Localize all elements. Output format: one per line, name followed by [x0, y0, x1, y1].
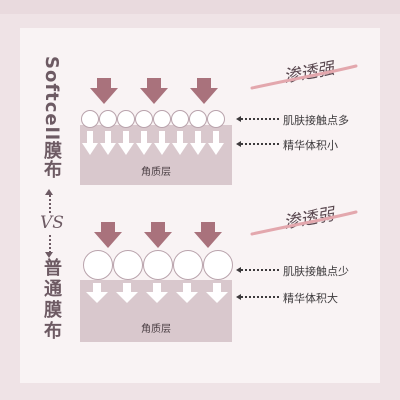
fiber-circle — [143, 250, 173, 280]
annotation-contact-few: 肌肤接触点少 — [283, 265, 349, 278]
dotted-leader — [241, 269, 279, 271]
pointer-arrow-icon — [236, 267, 241, 273]
pointer-arrow-icon — [236, 141, 241, 147]
softcell-title: Softcell膜布 — [41, 56, 62, 179]
vs-label: VS — [40, 213, 64, 233]
brush-stroke-icon — [250, 64, 358, 90]
vs-arrow-up-icon — [45, 189, 53, 195]
fiber-circle — [153, 110, 171, 128]
top-strip — [0, 0, 400, 14]
dotted-leader — [241, 143, 279, 145]
ordinary-title: 普通膜布 — [41, 258, 62, 342]
annotation-volume-large: 精华体积大 — [283, 292, 338, 305]
dotted-leader — [241, 296, 279, 298]
fiber-circle — [117, 110, 135, 128]
vs-dash-bottom — [49, 235, 51, 253]
vs-dash-top — [49, 195, 51, 213]
large-essence-drops-icon — [86, 283, 228, 303]
fiber-circle — [189, 110, 207, 128]
fiber-circle — [173, 250, 203, 280]
vs-arrow-down-icon — [45, 252, 53, 258]
dotted-leader — [241, 118, 279, 120]
fiber-circle — [171, 110, 189, 128]
fiber-circle — [207, 110, 225, 128]
fiber-circle — [99, 110, 117, 128]
skin-layer-label-bottom: 角质层 — [141, 324, 171, 335]
pointer-arrow-icon — [236, 116, 241, 122]
fiber-circle — [113, 250, 143, 280]
pointer-arrow-icon — [236, 294, 241, 300]
annotation-contact-many: 肌肤接触点多 — [283, 114, 349, 127]
annotation-volume-small: 精华体积小 — [283, 139, 338, 152]
press-arrows-bottom-icon — [94, 222, 222, 248]
brush-stroke-icon — [250, 210, 358, 236]
press-arrows-top-icon — [90, 78, 218, 104]
fiber-circle — [81, 110, 99, 128]
fiber-circle — [203, 250, 233, 280]
skin-layer-label-top: 角质层 — [141, 167, 171, 178]
fiber-circle — [135, 110, 153, 128]
small-essence-drops-icon — [82, 131, 224, 155]
fiber-circle — [83, 250, 113, 280]
